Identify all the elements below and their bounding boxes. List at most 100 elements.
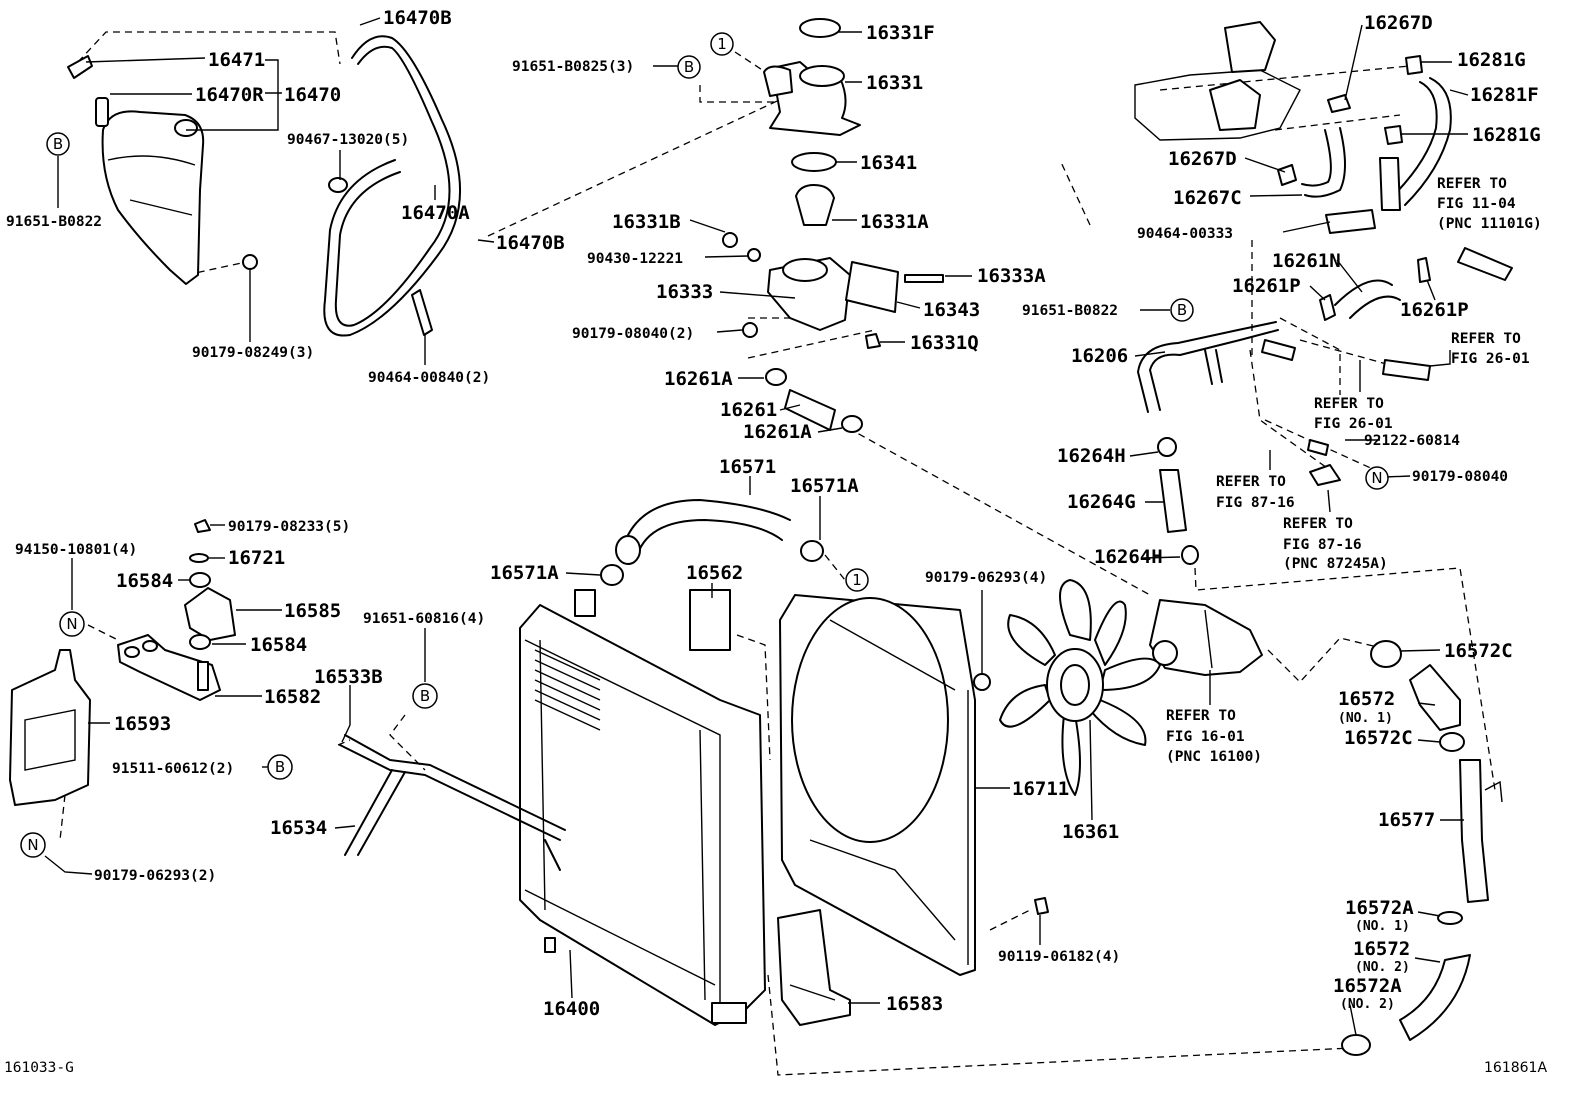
label-16267d-mid: 16267D: [1168, 148, 1237, 170]
label-16584-top: 16584: [116, 570, 173, 592]
label-16572-no2: 16572: [1353, 938, 1410, 960]
label-16562: 16562: [686, 562, 743, 584]
ref-fig1104-line3: (PNC 11101G): [1437, 216, 1542, 232]
label-16572a-no1-sub: (NO. 1): [1355, 919, 1410, 934]
ref-fig8716b-line3: (PNC 87245A): [1283, 556, 1388, 572]
label-90179-08233: 90179-08233(5): [228, 519, 350, 535]
badge-circle-1-mid: 1: [845, 568, 869, 592]
label-16331f: 16331F: [866, 22, 935, 44]
label-16582: 16582: [264, 686, 321, 708]
water-outlet: [722, 18, 944, 349]
label-90464-00840: 90464-00840(2): [368, 370, 490, 386]
radiator: [519, 589, 766, 1026]
part-labels: 16470B 16331F 16267D 16471 91651-B0825(3…: [6, 7, 1542, 1020]
badge-n-06293: N: [20, 832, 46, 858]
label-16572c-bot: 16572C: [1344, 727, 1413, 749]
svg-text:B: B: [684, 58, 694, 76]
label-16281g-top: 16281G: [1457, 49, 1526, 71]
label-16470: 16470: [284, 84, 341, 106]
label-16261p-left: 16261P: [1232, 275, 1301, 297]
label-16261n: 16261N: [1272, 250, 1341, 272]
label-16470b-mid: 16470B: [496, 232, 565, 254]
radiator-stay: [339, 734, 566, 871]
label-16572c-top: 16572C: [1444, 640, 1513, 662]
cooling-fan: [999, 579, 1161, 796]
radiator-core-fins: [534, 649, 601, 731]
label-16281g-mid: 16281G: [1472, 124, 1541, 146]
ref-fig1601-line1: REFER TO: [1166, 708, 1236, 724]
label-90179-08040-2: 90179-08040(2): [572, 326, 694, 342]
fan-shroud: [779, 594, 991, 976]
label-91511-60612: 91511-60612(2): [112, 761, 234, 777]
label-16333a: 16333A: [977, 265, 1046, 287]
svg-text:B: B: [1177, 301, 1187, 319]
water-valve-area: [1134, 21, 1452, 234]
label-16721: 16721: [228, 547, 285, 569]
label-16267c: 16267C: [1173, 187, 1242, 209]
ref-fig2601b-line2: FIG 26-01: [1314, 416, 1393, 432]
label-16533b: 16533B: [314, 666, 383, 688]
label-16343: 16343: [923, 299, 980, 321]
label-16572a-no2-sub: (NO. 2): [1340, 997, 1395, 1012]
heater-hose-16264: [1157, 437, 1341, 565]
ref-fig8716-line2: FIG 87-16: [1216, 495, 1295, 511]
label-16261p-right: 16261P: [1400, 299, 1469, 321]
ref-fig8716b-line2: FIG 87-16: [1283, 537, 1362, 553]
heater-hose-16261N: [1319, 247, 1513, 321]
bypass-hose: [765, 368, 863, 433]
label-90179-06293-4: 90179-06293(4): [925, 570, 1047, 586]
label-16361: 16361: [1062, 821, 1119, 843]
label-16264g: 16264G: [1067, 491, 1136, 513]
svg-text:N: N: [27, 836, 38, 854]
label-16572-no2-sub: (NO. 2): [1355, 960, 1410, 975]
label-16470r: 16470R: [195, 84, 264, 106]
label-16470b-top: 16470B: [383, 7, 452, 29]
label-16571a-right: 16571A: [790, 475, 859, 497]
label-16261a-top: 16261A: [664, 368, 733, 390]
label-90179-06293-2: 90179-06293(2): [94, 868, 216, 884]
svg-text:N: N: [66, 615, 77, 633]
svg-text:B: B: [420, 687, 430, 705]
label-16584-bot: 16584: [250, 634, 307, 656]
ref-fig1601-line2: FIG 16-01: [1166, 729, 1245, 745]
badge-b-60816: B: [412, 683, 438, 709]
badge-b-right: B: [1170, 298, 1194, 322]
svg-text:N: N: [1371, 469, 1382, 487]
ref-fig2601-line2: FIG 26-01: [1451, 351, 1530, 367]
ref-fig2601-line1: REFER TO: [1451, 331, 1521, 347]
label-16572-no1: 16572: [1338, 688, 1395, 710]
overflow-hose: [242, 35, 462, 337]
label-90179-08249: 90179-08249(3): [192, 345, 314, 361]
label-16331: 16331: [866, 72, 923, 94]
ref-fig1104-line2: FIG 11-04: [1437, 196, 1516, 212]
label-16267d-top: 16267D: [1364, 12, 1433, 34]
svg-text:1: 1: [852, 571, 862, 589]
label-90467-13020: 90467-13020(5): [287, 132, 409, 148]
label-16331q: 16331Q: [910, 332, 979, 354]
label-16572-no1-sub: (NO. 1): [1338, 711, 1393, 726]
label-90119-06182: 90119-06182(4): [998, 949, 1120, 965]
figure-code: 161861A: [1484, 1060, 1547, 1076]
label-16333: 16333: [656, 281, 713, 303]
label-91651-b0822-right: 91651-B0822: [1022, 303, 1118, 319]
label-16583: 16583: [886, 993, 943, 1015]
badge-b-left: B: [46, 132, 70, 156]
svg-text:B: B: [275, 758, 285, 776]
ref-fig8716b-line1: REFER TO: [1283, 516, 1353, 532]
label-92122-60814: 92122-60814: [1364, 433, 1460, 449]
label-91651-b0825: 91651-B0825(3): [512, 59, 634, 75]
label-16264h-top: 16264H: [1057, 445, 1126, 467]
label-94150-10801: 94150-10801(4): [15, 542, 137, 558]
reservoir-tank: [67, 55, 205, 285]
badge-n-94150: N: [59, 611, 85, 637]
label-16711: 16711: [1012, 778, 1069, 800]
label-16331b: 16331B: [612, 211, 681, 233]
fan-shroud-bracket: [777, 897, 1049, 1026]
label-16341: 16341: [860, 152, 917, 174]
radiator-outlet-hoses: [1341, 640, 1503, 1056]
label-16577: 16577: [1378, 809, 1435, 831]
assembly-lines: [59, 31, 1496, 1076]
ref-fig1601-line3: (PNC 16100): [1166, 749, 1262, 765]
badge-b-0825: B: [677, 55, 701, 79]
label-16572a-no1: 16572A: [1345, 897, 1414, 919]
